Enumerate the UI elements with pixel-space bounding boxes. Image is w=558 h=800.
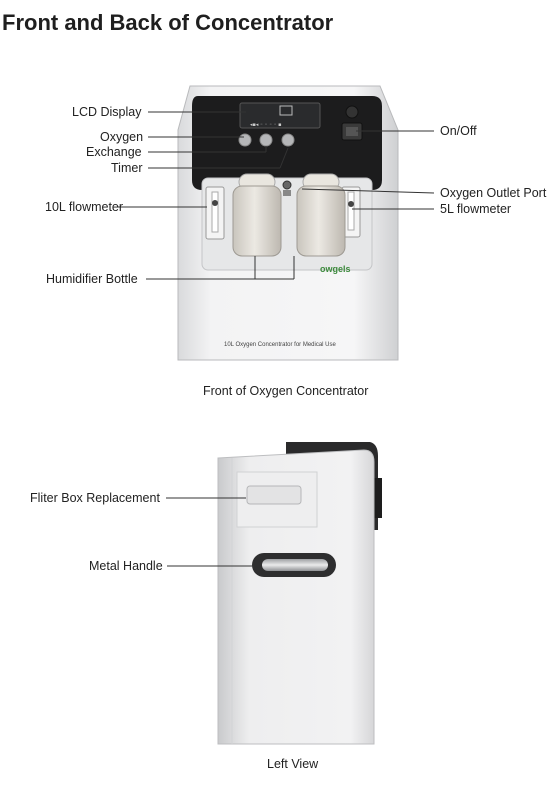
label-filter-box-replacement: Fliter Box Replacement — [30, 491, 160, 505]
label-lcd-display: LCD Display — [72, 105, 142, 119]
page-title: Front and Back of Concentrator — [2, 10, 334, 35]
label-exchange: Exchange — [86, 145, 142, 159]
oxygen-outlet-port — [282, 180, 292, 196]
label-timer: Timer — [111, 161, 143, 175]
label-5l-flowmeter: 5L flowmeter — [440, 202, 512, 216]
label-on-off: On/Off — [440, 124, 477, 138]
svg-text:◂▪◂ ◦ ◦ ◦ ◦ ▪: ◂▪◂ ◦ ◦ ◦ ◦ ▪ — [250, 122, 282, 128]
label-humidifier-bottle: Humidifier Bottle — [46, 272, 138, 286]
humidifier-bottle-right — [296, 173, 346, 257]
humidifier-bottle-left — [232, 173, 282, 257]
filter-box — [236, 471, 318, 528]
metal-handle — [252, 553, 336, 577]
device-caption: 10L Oxygen Concentrator for Medical Use — [224, 342, 336, 348]
front-leader-lines — [118, 111, 435, 280]
caption-front: Front of Oxygen Concentrator — [203, 384, 369, 398]
label-metal-handle: Metal Handle — [89, 559, 163, 573]
left-leader-lines — [166, 497, 254, 567]
flowmeter-5l — [341, 186, 361, 238]
device-brand: owgels — [320, 264, 351, 274]
label-10l-flowmeter: 10L flowmeter — [45, 200, 124, 214]
power-switch — [341, 105, 363, 141]
lcd-display: ◂▪◂ ◦ ◦ ◦ ◦ ▪ — [239, 102, 321, 129]
label-oxygen-outlet-port: Oxygen Outlet Port — [440, 186, 547, 200]
label-oxygen: Oxygen — [100, 130, 144, 144]
flowmeter-10l — [205, 186, 225, 240]
caption-left-view: Left View — [267, 757, 319, 771]
